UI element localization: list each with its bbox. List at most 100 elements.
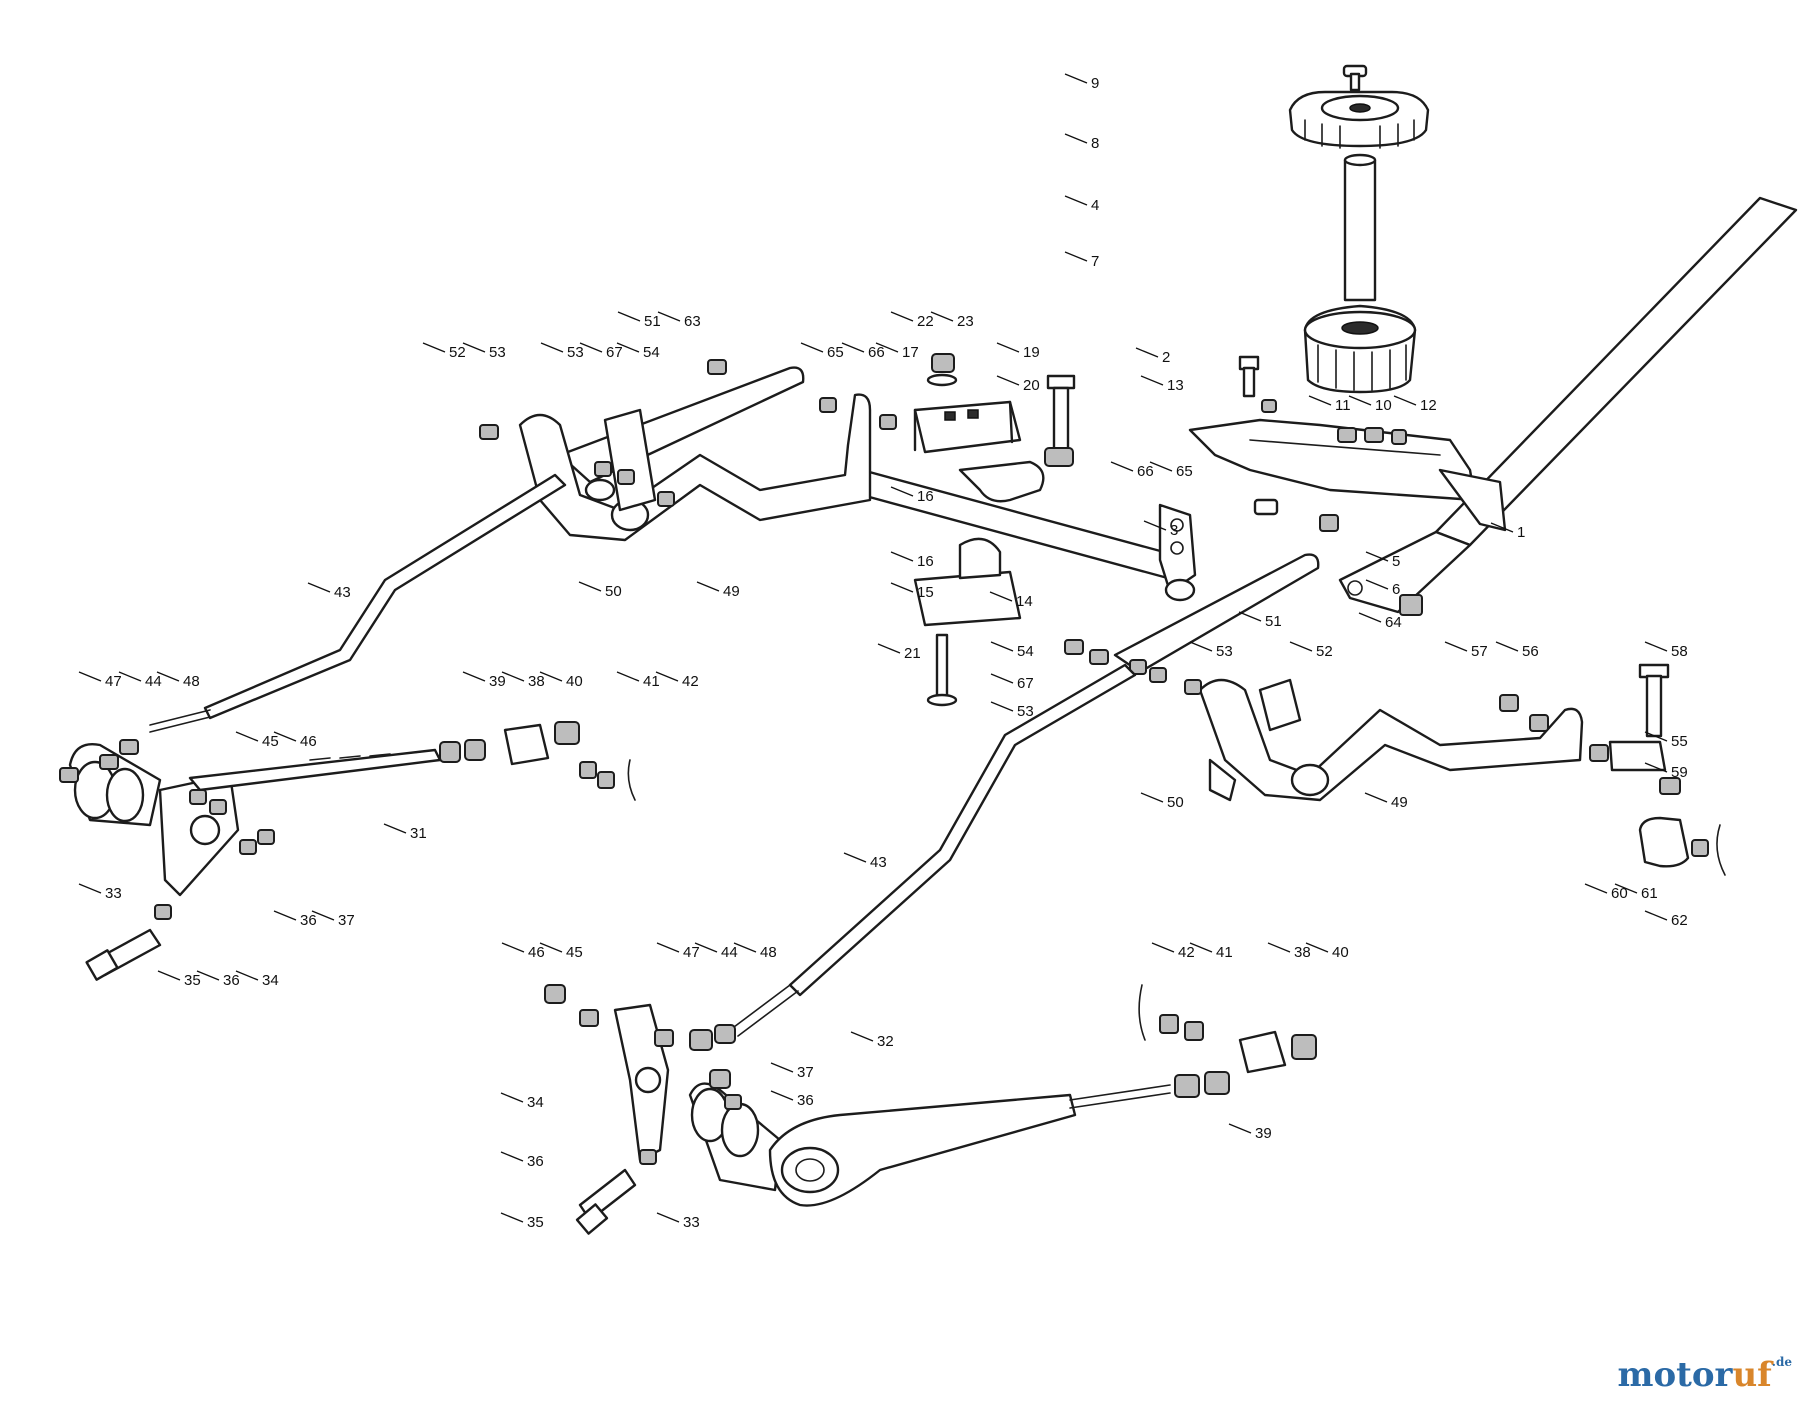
callout-c35b: 35 [500,1212,544,1231]
callout-c46b: 46 [501,942,545,961]
callout-leader [78,883,102,894]
callout-c51a: 51 [617,311,661,330]
callout-number: 36 [527,1153,544,1170]
callout-c31: 31 [383,823,427,842]
callout-c36c: 36 [770,1090,814,1109]
callout-c40a: 40 [539,671,583,690]
callout-number: 56 [1522,643,1539,660]
callout-c1: 1 [1490,522,1525,541]
callout-c45b: 45 [539,942,583,961]
callout-leader [989,591,1013,602]
callout-number: 65 [827,344,844,361]
callout-c53a: 53 [462,342,506,361]
callout-number: 42 [1178,944,1195,961]
callout-number: 35 [527,1214,544,1231]
callout-number: 64 [1385,614,1402,631]
callout-c8: 8 [1064,133,1099,152]
callout-leader [657,311,681,322]
callout-number: 4 [1091,197,1099,214]
brand-name-a: motor [1617,1355,1733,1395]
callout-number: 37 [338,912,355,929]
callout-c43b: 43 [843,852,887,871]
callout-leader [273,910,297,921]
callout-number: 1 [1517,524,1525,541]
callout-leader [156,671,180,682]
callout-c14: 14 [989,591,1033,610]
callout-leader [196,970,220,981]
bracket-plate [1188,355,1507,532]
callout-c39b: 39 [1228,1123,1272,1142]
callout-leader [656,942,680,953]
callout-number: 16 [917,553,934,570]
callout-number: 23 [957,313,974,330]
callout-c67a: 67 [579,342,623,361]
callout-c36d: 36 [500,1151,544,1170]
callout-leader [930,311,954,322]
brand-name-b: uf [1732,1355,1772,1395]
callout-c44b: 44 [694,942,738,961]
callout-leader [540,342,564,353]
callout-number: 14 [1016,593,1033,610]
callout-c58: 58 [1644,641,1688,660]
callout-c62: 62 [1644,910,1688,929]
callout-c49b: 49 [1364,792,1408,811]
callout-c33b: 33 [656,1212,700,1231]
callout-number: 50 [1167,794,1184,811]
upper-left-linkage [479,359,897,542]
brand-logo: motoruf.de [1617,1355,1792,1395]
callout-number: 10 [1375,397,1392,414]
callout-c63: 63 [657,311,701,330]
callout-c17: 17 [875,342,919,361]
callout-c20: 20 [996,375,1040,394]
callout-leader [235,970,259,981]
callout-c44a: 44 [118,671,162,690]
callout-c3: 3 [1143,520,1178,539]
callout-c19: 19 [996,342,1040,361]
callout-number: 47 [683,944,700,961]
callout-leader [1308,395,1332,406]
callout-leader [500,1092,524,1103]
callout-number: 40 [566,673,583,690]
callout-number: 16 [917,488,934,505]
callout-number: 61 [1641,885,1658,902]
callout-leader [1358,612,1382,623]
callout-c42a: 42 [655,671,699,690]
callout-leader [890,311,914,322]
callout-leader [1644,910,1668,921]
callout-leader [841,342,865,353]
callout-number: 44 [721,944,738,961]
callout-number: 20 [1023,377,1040,394]
callout-number: 59 [1671,764,1688,781]
callout-leader [157,970,181,981]
callout-leader [1348,395,1372,406]
right-linkage [1064,498,1609,802]
callout-leader [501,671,525,682]
callout-number: 12 [1420,397,1437,414]
callout-number: 45 [262,733,279,750]
callout-number: 17 [902,344,919,361]
callout-c65b: 65 [1149,461,1193,480]
callout-number: 62 [1671,912,1688,929]
callout-leader [500,1151,524,1162]
callout-c11: 11 [1308,395,1351,414]
callout-number: 66 [1137,463,1154,480]
callout-c5: 5 [1365,551,1400,570]
callout-number: 5 [1392,553,1400,570]
callout-leader [311,910,335,921]
callout-c35a: 35 [157,970,201,989]
callout-c10: 10 [1348,395,1392,414]
callout-number: 38 [1294,944,1311,961]
callout-c41b: 41 [1189,942,1233,961]
callout-number: 41 [643,673,660,690]
callout-c61: 61 [1614,883,1658,902]
callout-number: 51 [1265,613,1282,630]
callout-number: 53 [1017,703,1034,720]
callout-leader [1140,792,1164,803]
callout-leader [877,643,901,654]
callout-leader [1064,195,1088,206]
callout-number: 52 [1316,643,1333,660]
callout-leader [578,581,602,592]
rod-lower [729,663,1137,1037]
callout-number: 53 [489,344,506,361]
